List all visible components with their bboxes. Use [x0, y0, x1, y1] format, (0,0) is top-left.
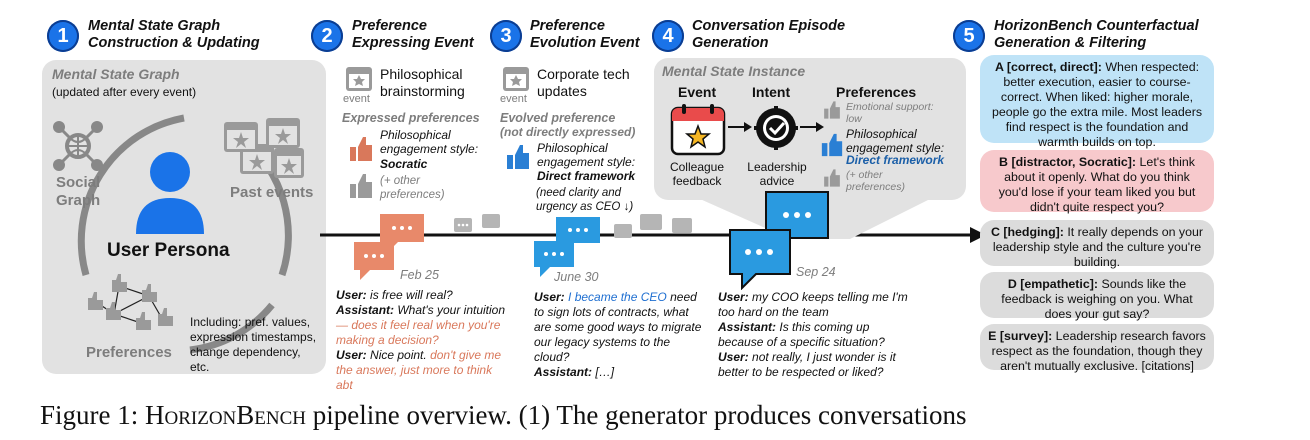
- step-4-badge: 4: [652, 20, 684, 52]
- graph-panel-subtitle: (updated after every event): [52, 85, 197, 99]
- option-d-bubble: D [empathetic]: Sounds like the feedback…: [980, 272, 1214, 321]
- thumbs-up-orange-icon: [350, 137, 372, 161]
- thumbs-gray-small-icon-2: [824, 169, 840, 187]
- chat-bubbles-orange-icon: [354, 214, 424, 280]
- event-label-3: event: [500, 93, 527, 105]
- option-c-bubble: C [hedging]: It really depends on your l…: [980, 220, 1214, 269]
- date-feb: Feb 25: [400, 268, 439, 282]
- intent-caption: Leadership advice: [747, 160, 807, 188]
- arrow-right-icon-2: [800, 122, 824, 132]
- social-graph-icon: [53, 121, 103, 171]
- thumbs-blue-small-icon: [821, 133, 843, 157]
- instance-event-heading: Event: [678, 84, 717, 100]
- instance-intent-heading: Intent: [752, 84, 791, 100]
- user-persona-label: User Persona: [107, 240, 230, 261]
- instance-pref1: Emotional support: low: [846, 101, 934, 125]
- timeline-arrow: [320, 227, 986, 243]
- dialog-sep: User: my COO keeps telling me I'm too ha…: [718, 290, 908, 379]
- event-name-3: Corporate tech updates: [537, 66, 630, 99]
- event-label-2: event: [343, 93, 370, 105]
- date-june: June 30: [554, 270, 599, 284]
- instance-pref2-value: Direct framework: [846, 153, 945, 167]
- instance-prefs-heading: Preferences: [836, 84, 917, 100]
- instance-title: Mental State Instance: [662, 63, 806, 79]
- step-1-badge: 1: [47, 20, 79, 52]
- social-graph-label: Social Graph: [56, 174, 101, 209]
- option-b-bubble: B [distractor, Socratic]: Let's think ab…: [980, 150, 1214, 214]
- event3-pref-value: Direct framework: [537, 169, 636, 183]
- instance-pref2-line: Philosophical engagement style:: [846, 127, 945, 155]
- graph-panel-title: Mental State Graph: [52, 66, 180, 82]
- past-events-label: Past events: [230, 184, 314, 201]
- option-a-bubble: A [correct, direct]: When respected: bet…: [980, 55, 1214, 149]
- calendar-icon: [346, 67, 372, 91]
- event-calendar-icon: [670, 104, 726, 156]
- instance-pref3: (+ other preferences): [846, 169, 905, 193]
- thumbs-up-blue-icon: [507, 145, 529, 169]
- thumbs-up-gray-icon: [350, 174, 372, 198]
- step-2-badge: 2: [311, 20, 343, 52]
- preferences-thumbs-icon: [88, 274, 173, 330]
- chat-bubbles-blue-icon: [534, 217, 600, 277]
- figure-caption: Figure 1: HorizonBench pipeline overview…: [40, 400, 967, 430]
- option-e-bubble: E [survey]: Leadership research favors r…: [980, 324, 1214, 373]
- event2-pref-value: Socratic: [380, 157, 428, 171]
- thumbs-gray-small-icon: [824, 101, 840, 119]
- past-events-calendar-icon: [224, 118, 304, 178]
- event2-other-prefs: (+ other preferences): [380, 175, 445, 201]
- event-name-2: Philosophical brainstorming: [380, 66, 465, 99]
- event3-note: (need clarity and urgency as CEO ↓): [536, 187, 634, 213]
- chat-bubbles-large-blue-icon: [729, 191, 829, 290]
- preferences-label: Preferences: [86, 344, 172, 361]
- date-sep: Sep 24: [796, 265, 836, 279]
- user-persona-icon: [136, 152, 204, 234]
- timeline-gray-bubbles-2: [614, 214, 692, 238]
- evolved-heading: Evolved preference: [500, 111, 616, 125]
- dialog-june: User: I became the CEO need to sign lots…: [534, 290, 702, 379]
- including-note: Including: pref. values, expression time…: [190, 315, 317, 374]
- intent-check-icon: [754, 106, 798, 150]
- step-3-badge: 3: [490, 20, 522, 52]
- timeline-gray-bubbles: [454, 214, 500, 232]
- calendar-icon-2: [503, 67, 529, 91]
- event3-pref-line: Philosophical engagement style:: [537, 141, 636, 169]
- step-5-badge: 5: [953, 20, 985, 52]
- evolved-sub: (not directly expressed): [500, 125, 636, 139]
- event-caption: Colleague feedback: [669, 160, 725, 188]
- arrow-right-icon: [728, 122, 752, 132]
- dialog-feb: User: is free will real? Assistant: What…: [336, 288, 506, 392]
- expressed-heading: Expressed preferences: [342, 111, 480, 125]
- event2-pref-line: Philosophical engagement style:: [380, 128, 479, 156]
